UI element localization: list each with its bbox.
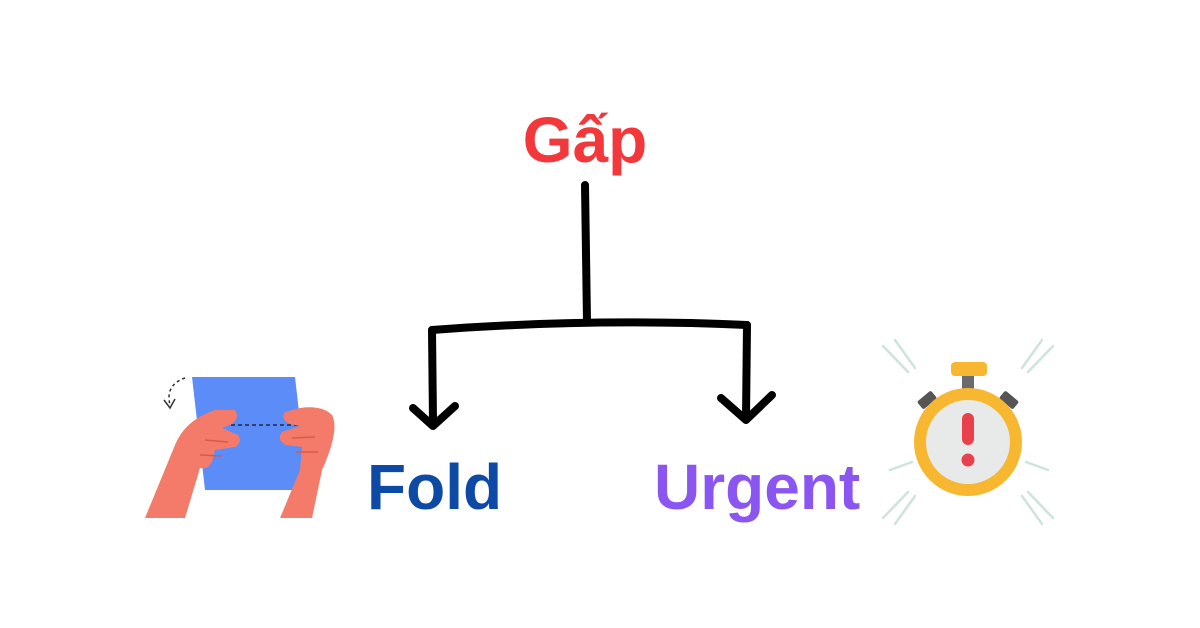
arrow-left-shaft (428, 326, 437, 426)
arrow-left-head (409, 402, 459, 430)
hand-crease-left (199, 439, 229, 457)
alert-rays (881, 338, 1055, 526)
watch-right-button (999, 391, 1019, 409)
arrow-right-head (717, 391, 776, 424)
stem-line (581, 181, 591, 326)
branch-label-fold: Fold (367, 451, 503, 523)
paper-sheet (192, 377, 308, 490)
hand-crease-right (291, 436, 318, 453)
watch-stem (962, 374, 974, 390)
stopwatch-alert-icon (881, 338, 1055, 526)
branch-label-urgent: Urgent (654, 451, 861, 523)
fold-direction-arrow (168, 377, 186, 406)
folding-paper-hands-icon (145, 377, 335, 518)
watch-left-button (917, 391, 937, 409)
alert-dot (961, 453, 975, 467)
alert-bar (962, 413, 974, 445)
right-hand (279, 407, 335, 518)
watch-crown (951, 362, 987, 376)
fold-arrow-tip (163, 398, 176, 410)
root-word: Gấp (522, 104, 648, 176)
connector-arrows (409, 181, 776, 430)
bar-line (428, 318, 751, 334)
left-hand (145, 410, 240, 518)
arrow-right-shaft (742, 321, 751, 422)
